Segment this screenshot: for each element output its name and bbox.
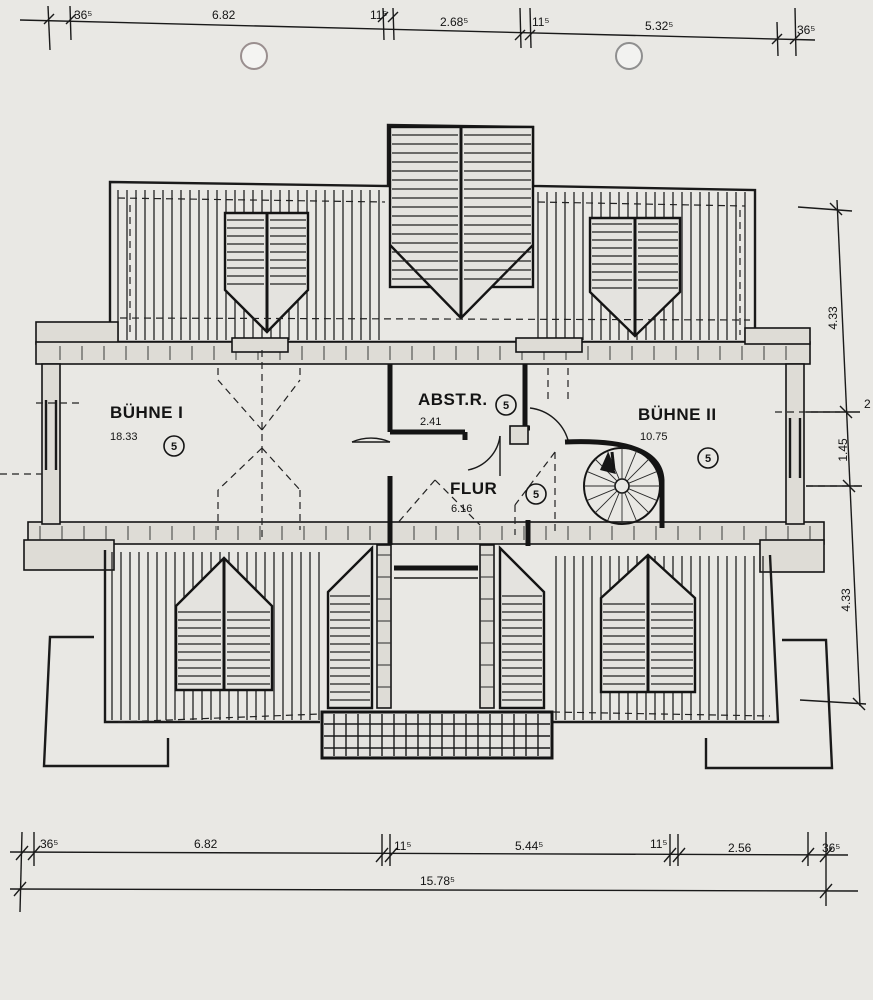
top-dim-1: 36⁵ <box>74 8 92 22</box>
right-dim-2: 1.45 <box>836 438 850 462</box>
bottom-dim-2: 6.82 <box>194 837 218 851</box>
right-cut-label: 2 <box>864 397 871 411</box>
bottom-dim-1: 36⁵ <box>40 837 58 851</box>
room-mark: 5 <box>705 453 711 465</box>
bottom-dimension-chain: 36⁵ 6.82 11⁵ 5.44⁵ 11⁵ 2.56 36⁵ 15.78⁵ <box>9 831 859 913</box>
punch-hole-left <box>240 42 268 70</box>
room-mark-circle <box>163 435 185 457</box>
roof-bottom <box>42 544 834 770</box>
room-mark-circle <box>697 447 719 469</box>
top-dim-7: 36⁵ <box>797 23 815 37</box>
room-area: 2.41 <box>420 416 441 428</box>
room-area: 18.33 <box>110 431 138 443</box>
room-abstellraum: ABST.R. 2.41 5 <box>418 390 517 428</box>
room-name: ABST.R. <box>418 390 488 409</box>
right-dim-3: 4.33 <box>839 588 853 612</box>
room-mark: 5 <box>533 489 539 501</box>
room-name: BÜHNE II <box>638 405 717 424</box>
interior-walls <box>231 337 583 546</box>
top-dim-6: 5.32⁵ <box>645 19 673 33</box>
room-mark: 5 <box>503 400 509 412</box>
top-dim-2: 6.82 <box>212 8 236 22</box>
overall-dim: 15.78⁵ <box>420 874 455 888</box>
room-buhne-2: BÜHNE II 10.75 5 <box>638 405 719 469</box>
room-mark-circle <box>495 394 517 416</box>
right-dimension-chain: 4.33 1.45 4.33 2 <box>797 199 871 711</box>
bottom-dim-5: 11⁵ <box>650 837 667 851</box>
bottom-dim-3: 11⁵ <box>394 839 411 853</box>
room-area: 6.16 <box>451 503 472 515</box>
room-name: BÜHNE I <box>110 403 183 422</box>
spiral-stair <box>564 439 665 528</box>
top-dim-3: 11⁵ <box>370 8 387 22</box>
room-buhne-1: BÜHNE I 18.33 5 <box>110 403 185 457</box>
top-dim-5: 11⁵ <box>532 15 549 29</box>
room-mark: 5 <box>171 441 177 453</box>
top-dim-4: 2.68⁵ <box>440 15 468 29</box>
bottom-dim-6: 2.56 <box>728 841 752 855</box>
room-name: FLUR <box>450 479 497 498</box>
bottom-dim-4: 5.44⁵ <box>515 839 543 853</box>
room-area: 10.75 <box>640 431 668 443</box>
room-mark-circle <box>525 483 547 505</box>
punch-hole-right <box>615 42 643 70</box>
room-flur: FLUR 6.16 5 <box>450 479 547 515</box>
right-dim-1: 4.33 <box>826 306 840 330</box>
top-dimension-chain: 36⁵ 6.82 11⁵ 2.68⁵ 11⁵ 5.32⁵ 36⁵ <box>19 5 815 57</box>
bottom-dim-7: 36⁵ <box>822 841 840 855</box>
exterior-walls <box>23 321 825 573</box>
roof-top <box>108 123 757 344</box>
